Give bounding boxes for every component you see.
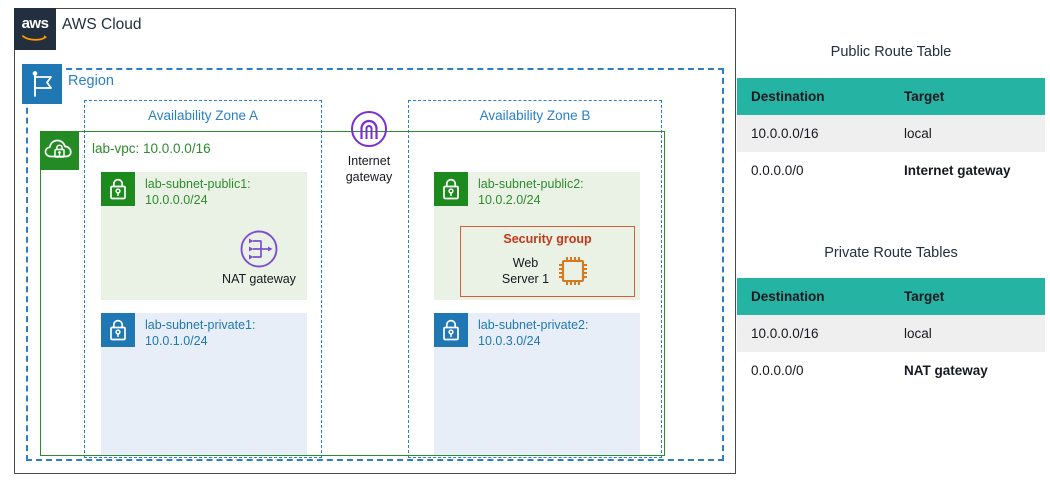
- subnet-lab-subnet-private1: lab-subnet-private1: 10.0.1.0/24: [101, 313, 307, 455]
- cell-target: local: [889, 115, 1045, 152]
- cell-target: NAT gateway: [889, 352, 1045, 389]
- internet-gateway-icon: [351, 111, 387, 147]
- region-boundary: [26, 68, 724, 461]
- cell-destination: 10.0.0.0/16: [737, 315, 890, 352]
- subnet-lock-icon: [434, 172, 468, 206]
- nat-gateway-icon: [240, 230, 278, 268]
- aws-cloud-label: AWS Cloud: [62, 16, 142, 33]
- cell-target: local: [889, 315, 1045, 352]
- column-header-destination: Destination: [737, 78, 890, 115]
- table-row: 0.0.0.0/0 Internet gateway: [737, 152, 1045, 189]
- aws-logo-icon: aws: [14, 8, 56, 50]
- private-route-table-title: Private Route Tables: [824, 245, 958, 261]
- subnet-lab-subnet-private2: lab-subnet-private2: 10.0.3.0/24: [434, 313, 640, 455]
- availability-zone-b-boundary: [408, 100, 662, 458]
- public-route-table-title: Public Route Table: [830, 44, 952, 60]
- table-row: 10.0.0.0/16 local: [737, 115, 1045, 152]
- vpc-label: lab-vpc: 10.0.0.0/16: [92, 141, 211, 156]
- cell-destination: 0.0.0.0/0: [737, 152, 890, 189]
- security-group-title: Security group: [503, 232, 592, 246]
- subnet-label: lab-subnet-public2: 10.0.2.0/24: [478, 177, 584, 207]
- table-header-row: Destination Target: [737, 278, 1045, 315]
- availability-zone-b-label: Availability Zone B: [479, 108, 591, 123]
- subnet-label: lab-subnet-private1: 10.0.1.0/24: [145, 318, 256, 348]
- availability-zone-a-boundary: [84, 100, 322, 458]
- cpu-chip-icon: [559, 257, 588, 285]
- web-server-label: Web Server 1: [501, 256, 550, 286]
- cell-destination: 0.0.0.0/0: [737, 352, 890, 389]
- internet-gateway-label: Internet gateway: [345, 154, 393, 184]
- subnet-label: lab-subnet-private2: 10.0.3.0/24: [478, 318, 589, 348]
- public-route-table: Destination Target 10.0.0.0/16 local 0.0…: [737, 78, 1045, 189]
- table-row: 10.0.0.0/16 local: [737, 315, 1045, 352]
- subnet-lock-icon: [434, 313, 468, 347]
- table-header-row: Destination Target: [737, 78, 1045, 115]
- region-label: Region: [68, 73, 114, 89]
- cell-destination: 10.0.0.0/16: [737, 115, 890, 152]
- internet-gateway: Internet gateway: [330, 108, 408, 194]
- subnet-lock-icon: [101, 313, 135, 347]
- region-flag-icon: [22, 64, 62, 104]
- nat-gateway-label: NAT gateway: [222, 272, 296, 286]
- vpc-cloud-lock-icon: [40, 131, 79, 170]
- aws-logo-swoosh-icon: [22, 35, 47, 41]
- nat-gateway: NAT gateway: [213, 228, 305, 290]
- subnet-lock-icon: [101, 172, 135, 206]
- column-header-destination: Destination: [737, 278, 890, 315]
- subnet-lab-subnet-public1: lab-subnet-public1: 10.0.0.0/24: [101, 172, 307, 300]
- column-header-target: Target: [889, 278, 1045, 315]
- security-group-boundary: Security group Web Server 1: [460, 226, 635, 297]
- subnet-label: lab-subnet-public1: 10.0.0.0/24: [145, 177, 251, 207]
- private-route-table: Destination Target 10.0.0.0/16 local 0.0…: [737, 278, 1045, 389]
- table-row: 0.0.0.0/0 NAT gateway: [737, 352, 1045, 389]
- aws-logo-wordmark: aws: [21, 15, 49, 32]
- column-header-target: Target: [889, 78, 1045, 115]
- availability-zone-a-label: Availability Zone A: [147, 108, 259, 123]
- cell-target: Internet gateway: [889, 152, 1045, 189]
